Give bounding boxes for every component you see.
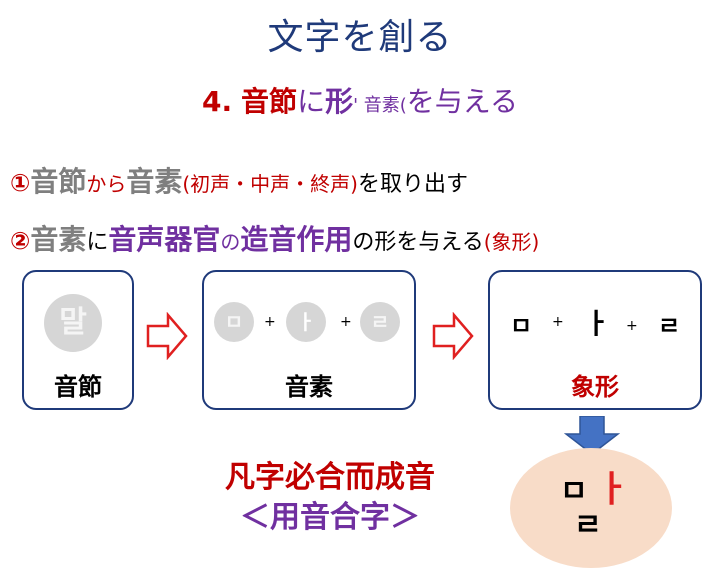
result-medial: ㅏ [596,469,630,510]
step-1-phoneme: 音素 [126,165,183,198]
step-1-action: を取り出す [357,172,468,197]
subtitle-phoneme: ' 音素( [353,95,407,116]
syllable-box: 말 音節 [22,270,134,410]
result-final: ㄹ [574,508,602,543]
step-2-organs: 音声器官 [108,223,221,256]
principle-text: 凡字必合而成音 [225,460,435,495]
down-arrow-icon [564,416,620,455]
phoneme-label: 音素 [285,373,333,401]
step-2: ②音素に音声器官の造音作用の形を与える(象形) [10,218,539,258]
phoneme-circle-initial: ㅁ [214,302,254,342]
phoneme-medial: ㅏ [296,310,316,334]
subtitle-syllable: 音節 [241,85,298,118]
step-1: ①音節から音素(初声・中声・終声)を取り出す [10,160,468,200]
step-2-pictograph: (象形) [483,230,540,254]
step-2-of: の [220,230,241,254]
subtitle-particle: に [297,85,326,118]
plus-3: + [552,314,564,330]
phoneme-initial: ㅁ [224,310,244,334]
subtitle-shape: 形 [325,85,354,118]
plus-2: + [340,314,352,330]
step-2-action: の形を与える [352,230,484,255]
step-2-number: ② [10,227,31,255]
step-1-number: ① [10,169,31,197]
right-arrow-icon [146,312,188,360]
step-2-articulation: 造音作用 [240,223,353,256]
subtitle-give: を与える [406,85,518,118]
syllable-circle: 말 [44,294,102,352]
principle-subtext: ＜用音合字＞ [240,500,420,535]
right-arrow-icon [432,312,474,360]
phoneme-box: ㅁ + ㅏ + ㄹ 音素 [202,270,416,410]
result-initial: ㅁ [560,474,588,509]
plus-4: + [626,318,638,334]
step-1-parts: (初声・中声・終声) [182,172,358,196]
pictograph-box: ㅁ + ㅏ + ㄹ 象形 [488,270,702,410]
phoneme-final: ㄹ [370,310,390,334]
phoneme-circle-medial: ㅏ [286,302,326,342]
step-1-from: から [86,172,127,196]
syllable-label: 音節 [54,373,102,401]
pictograph-medial: ㅏ [584,307,610,340]
syllable-glyph: 말 [59,305,87,340]
page-title: 文字を創る [267,17,453,58]
pictograph-label: 象形 [571,373,619,401]
phoneme-circle-final: ㄹ [360,302,400,342]
step-2-phoneme: 音素 [30,223,87,256]
subtitle: 4. 音節に形' 音素(を与える [0,80,720,120]
subtitle-number: 4. [202,85,233,118]
step-1-syllable: 音節 [30,165,87,198]
pictograph-final: ㄹ [658,312,681,340]
plus-1: + [264,314,276,330]
step-2-to: に [86,230,109,255]
pictograph-initial: ㅁ [510,312,533,340]
